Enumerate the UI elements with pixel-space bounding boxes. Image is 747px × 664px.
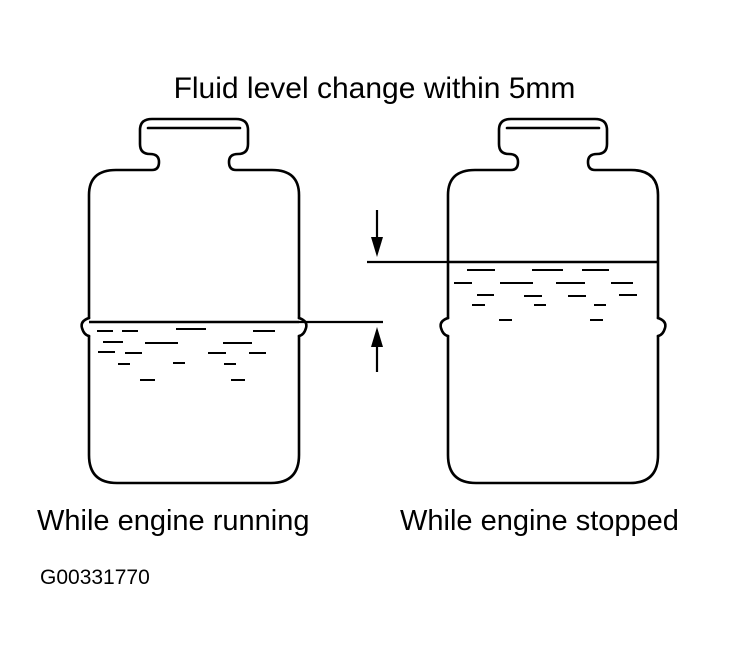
caption-engine-running: While engine running — [37, 505, 310, 537]
reservoir-running — [80, 117, 308, 485]
diagram-title: Fluid level change within 5mm — [173, 72, 576, 105]
down-arrow-icon — [371, 237, 383, 257]
figure-code: G00331770 — [40, 566, 150, 589]
up-arrow-icon — [371, 327, 383, 347]
level-difference-indicator — [299, 210, 448, 372]
arrow-heads — [371, 237, 383, 347]
caption-engine-stopped: While engine stopped — [400, 505, 679, 537]
fluid-dashes-stopped — [454, 269, 637, 321]
fluid-dashes-running — [97, 328, 275, 381]
reservoir-stopped — [439, 117, 667, 485]
